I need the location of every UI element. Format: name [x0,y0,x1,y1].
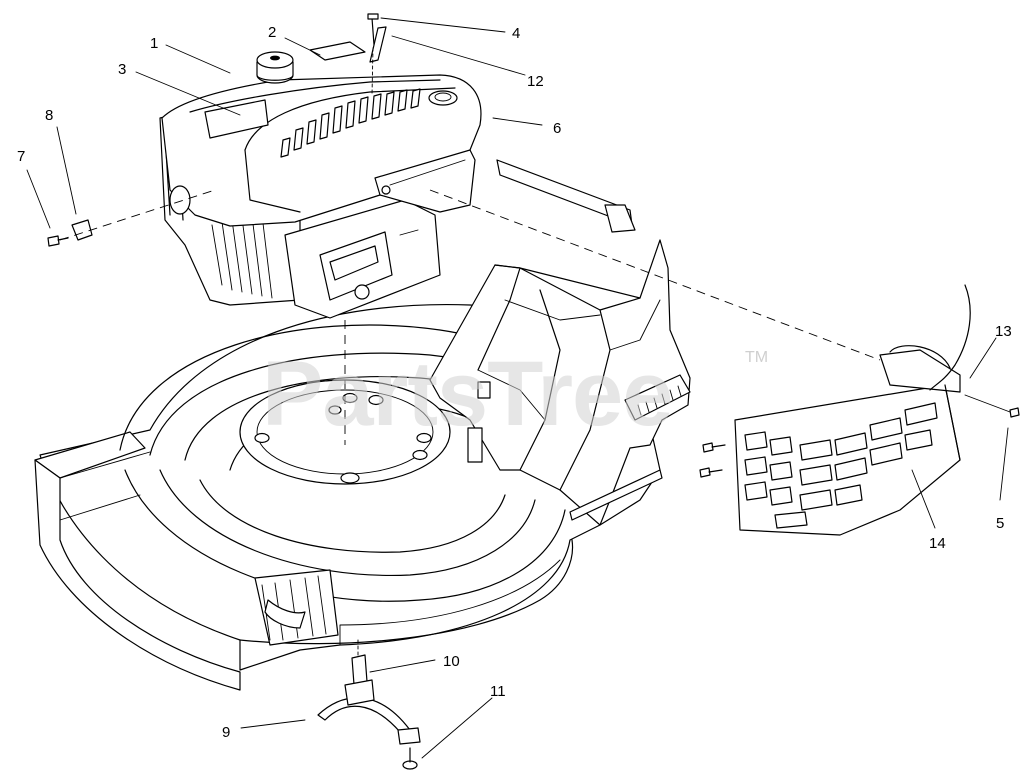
callout-4: 4 [512,25,520,42]
callout-7: 7 [17,148,25,165]
screw-part-4 [367,13,379,46]
callout-9: 9 [222,724,230,741]
callout-8: 8 [45,107,53,124]
callout-2: 2 [268,24,276,41]
rear-housing [429,159,691,526]
callout-12: 12 [527,73,544,90]
callout-3: 3 [118,61,126,78]
rear-guard-part-14 [699,284,1020,536]
bracket-part-9 [317,697,421,745]
callout-10: 10 [443,653,460,670]
watermark-text: PartsTree [262,343,672,445]
clip-part-8 [71,219,93,241]
deck-mount-bolts [254,392,432,484]
callout-1: 1 [150,35,158,52]
engine [159,41,482,319]
callouts: 1 2 3 4 5 6 7 8 9 10 11 12 13 14 [17,24,1012,741]
screw-part-11 [402,747,418,770]
shroud-grille [280,88,421,158]
screw-part-10 [344,654,375,706]
callout-leaders [26,17,1009,759]
screw-part-7 [47,235,69,247]
callout-11: 11 [490,683,506,700]
guard-grid [744,402,938,529]
callout-14: 14 [929,535,946,552]
assembly-center-lines [59,189,881,445]
cylinder-fins [211,214,273,299]
callout-5: 5 [996,515,1004,532]
callout-13: 13 [995,323,1012,340]
watermark-trademark: TM [745,349,768,366]
callout-6: 6 [553,120,561,137]
